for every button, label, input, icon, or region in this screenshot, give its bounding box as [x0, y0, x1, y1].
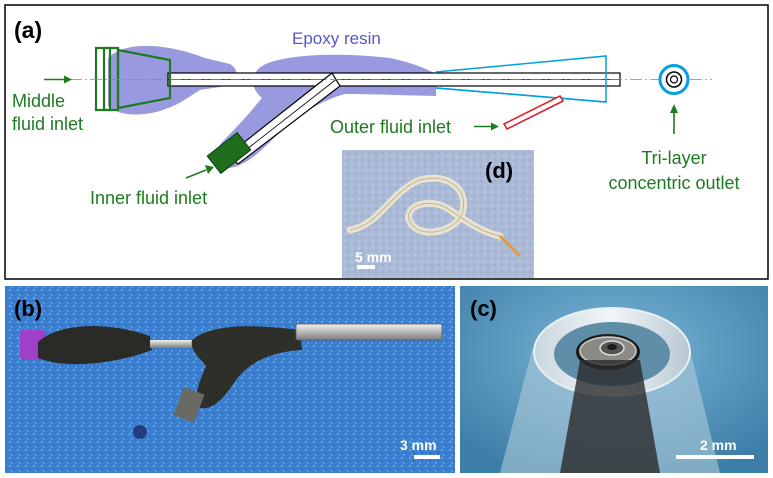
arrow-inner-inlet [185, 165, 214, 179]
panel-b: (b) 3 mm [5, 286, 455, 473]
panel-c-scale-bar [676, 455, 754, 459]
panel-b-scale-text: 3 mm [400, 437, 437, 453]
panel-c: (c) 2 mm [460, 286, 768, 473]
middle-inlet-label-line1: Middle [12, 91, 65, 111]
panel-c-label: (c) [470, 296, 497, 321]
arrow-outlet [670, 104, 678, 134]
arrow-middle-inlet [44, 75, 72, 84]
inner-capillary-line [232, 79, 337, 161]
panel-a-label: (a) [14, 17, 42, 43]
outer-capillary-bottom [435, 87, 607, 103]
photo-outer-tube [295, 323, 443, 341]
panel-b-label: (b) [14, 296, 42, 321]
panel-d: (d) 5 mm [342, 150, 534, 278]
photo-epoxy-left [38, 326, 152, 365]
outer-inlet-label: Outer fluid inlet [330, 117, 451, 137]
inner-inlet-fitting [206, 131, 252, 175]
photo-capillary [150, 340, 210, 348]
epoxy-resin-label: Epoxy resin [292, 29, 381, 48]
outlet-label-line2: concentric outlet [608, 173, 739, 193]
panel-d-scale-bar [357, 265, 375, 269]
panel-c-scale-text: 2 mm [700, 437, 737, 453]
panel-d-scale-text: 5 mm [355, 249, 392, 265]
tube-loop-edge [349, 177, 501, 237]
middle-inlet-cap-inner [102, 46, 120, 112]
panel-d-label: (d) [485, 158, 513, 183]
outer-inlet-tube [502, 94, 565, 131]
panel-b-dark-spot [133, 425, 147, 439]
outlet-inner-ring [669, 75, 679, 84]
photo-inner-inlet [173, 387, 205, 423]
inner-inlet-label: Inner fluid inlet [90, 188, 207, 208]
panel-b-scale-bar [414, 455, 440, 459]
arrow-outer-inlet [474, 122, 499, 131]
inner-capillary [227, 72, 341, 165]
photo-inner-bore [607, 344, 617, 350]
photo-capillary-body [560, 360, 660, 473]
tube-tip [498, 234, 522, 258]
outlet-label-line1: Tri-layer [641, 148, 706, 168]
middle-inlet-label-line2: fluid inlet [12, 114, 83, 134]
photo-epoxy-center [191, 326, 302, 409]
